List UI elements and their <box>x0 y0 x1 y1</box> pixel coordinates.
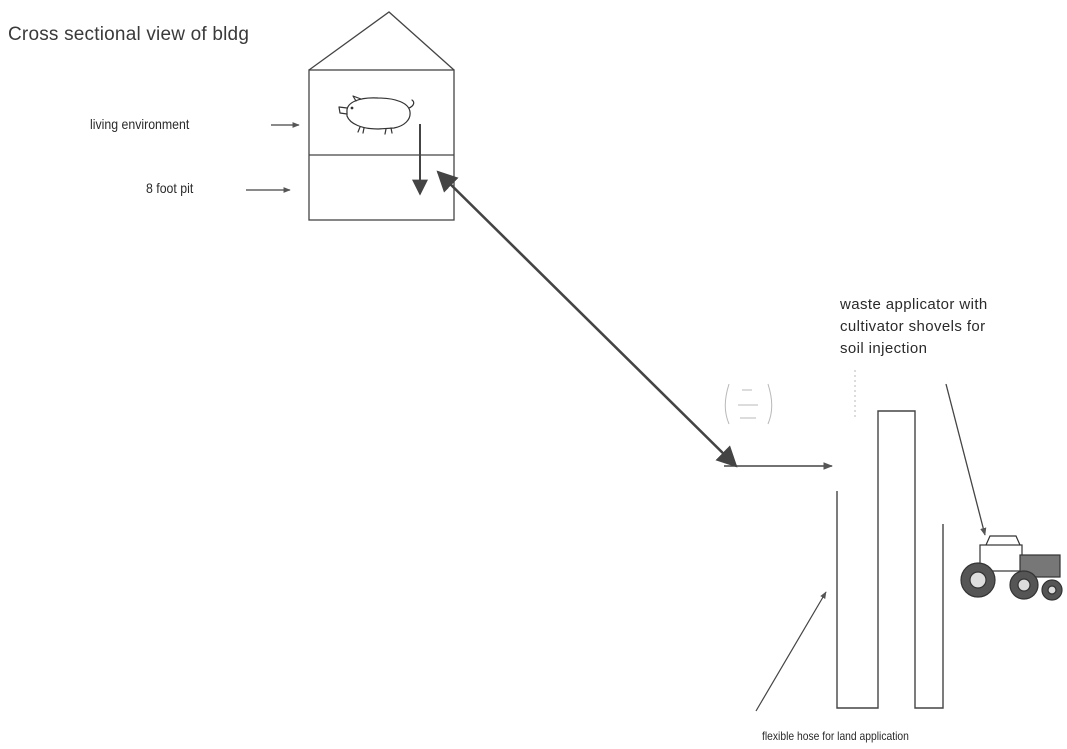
label-waste-applicator: waste applicator with cultivator shovels… <box>840 294 988 360</box>
label-waste-applicator-line-1: waste applicator with <box>840 296 988 313</box>
tractor-icon <box>960 535 1063 601</box>
hose-lane-left <box>836 410 944 709</box>
label-8-foot-pit: 8 foot pit <box>146 180 194 196</box>
arrow-applicator-pointer <box>945 383 987 536</box>
flexible-hose-lanes <box>836 410 944 709</box>
label-flexible-hose: flexible hose for land application <box>762 729 909 743</box>
arrow-hose-pointer <box>755 591 827 712</box>
label-living-environment: living environment <box>90 116 190 132</box>
arrow-pipe-diagonal <box>436 170 738 468</box>
label-waste-applicator-line-2: cultivator shovels for <box>840 318 986 335</box>
faint-marks <box>724 370 856 425</box>
building-roof <box>308 11 455 71</box>
label-waste-applicator-line-3: soil injection <box>840 340 928 357</box>
building-cross-section <box>308 11 455 221</box>
diagram-title: Cross sectional view of bldg <box>8 24 250 45</box>
building-walls <box>308 69 455 221</box>
pig-icon <box>338 95 415 135</box>
